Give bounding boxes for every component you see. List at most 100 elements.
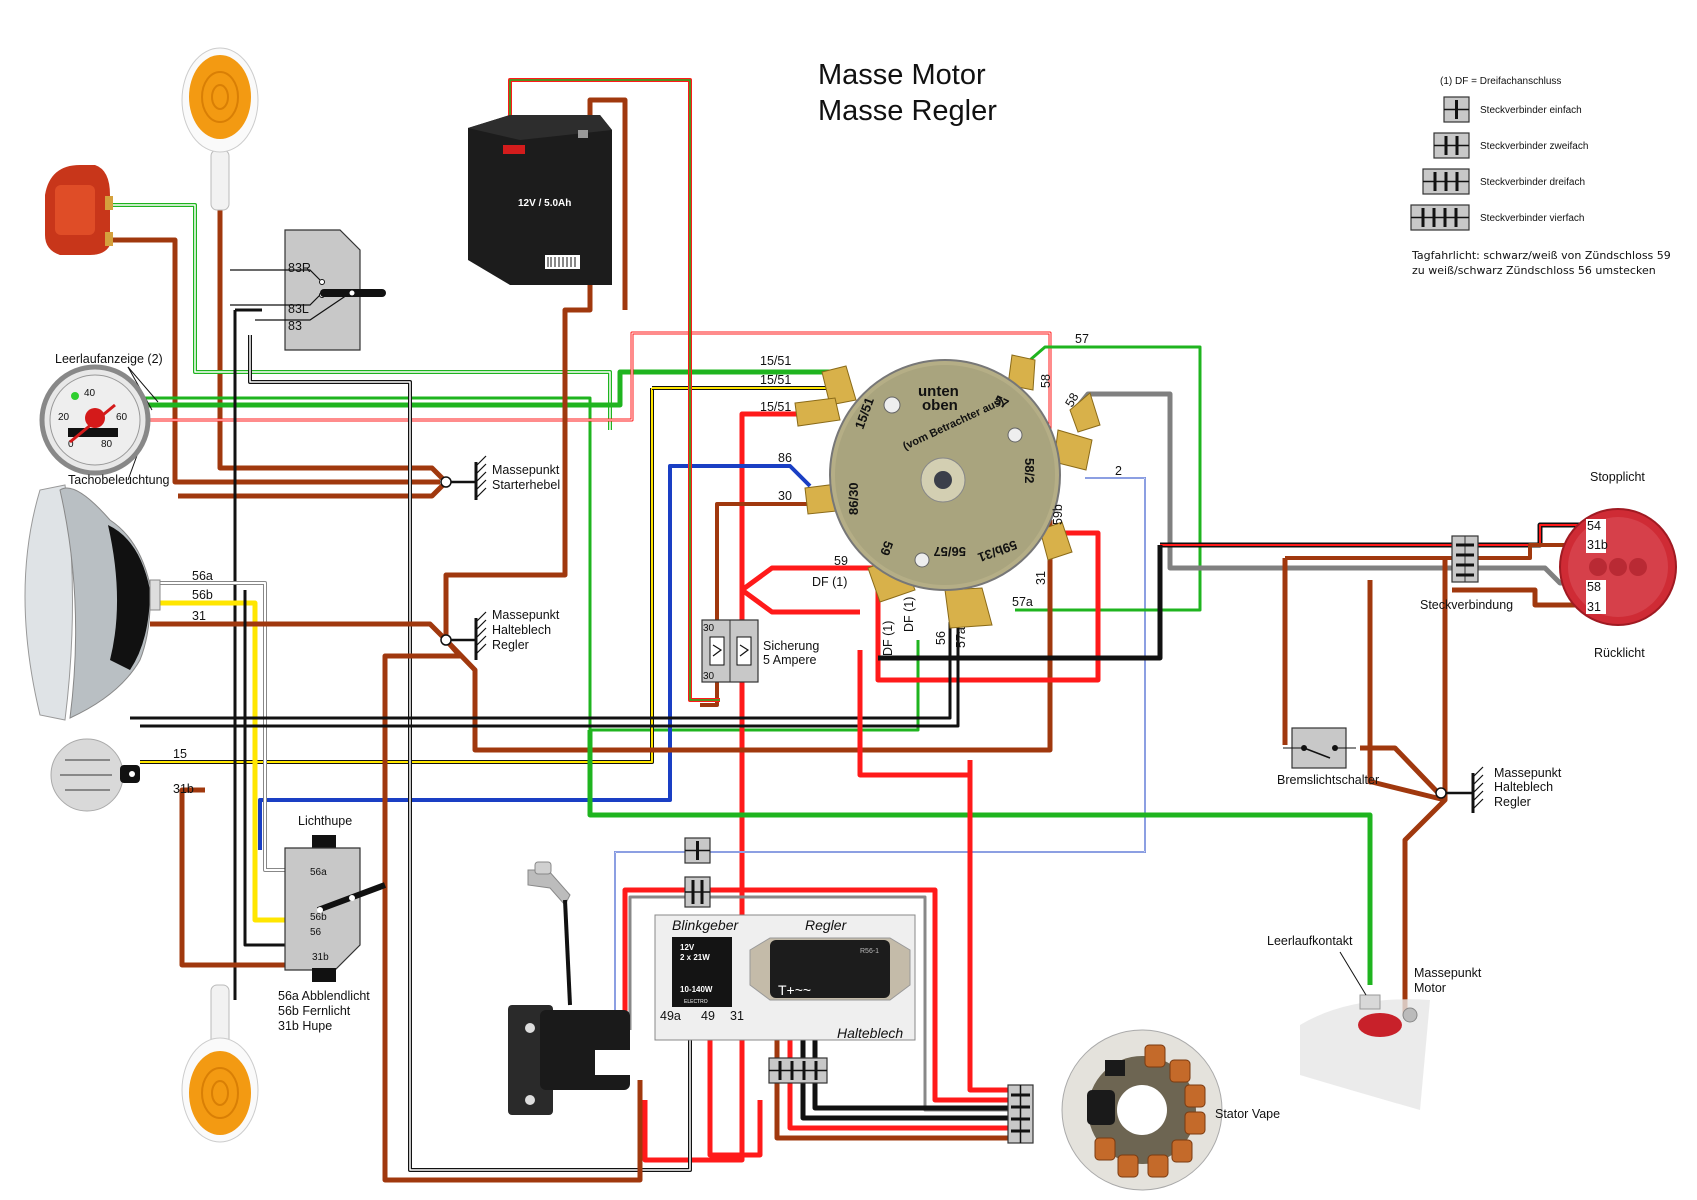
horn-wire-31b: 31b xyxy=(173,782,194,796)
connector-4x-plate xyxy=(768,1057,828,1084)
mounting-plate: Halteblech Blinkgeber 12V 2 x 21W 10-140… xyxy=(654,914,916,1041)
ground-regler-right-line-2: Halteblech xyxy=(1494,780,1553,794)
ground-regler-right-line-1: Massepunkt xyxy=(1494,766,1562,780)
regulator-terminals: T+~~ xyxy=(778,982,811,998)
terminal-tab xyxy=(821,365,857,406)
wire-brown xyxy=(1452,587,1590,608)
ground-point-regler-left: Massepunkt Halteblech Regler xyxy=(440,608,560,660)
flasher-terminal-49: 49 xyxy=(701,1009,715,1023)
wire-label: 86 xyxy=(778,451,792,465)
battery: 12V / 5.0Ah xyxy=(468,115,612,285)
wire-label: 58 xyxy=(1039,374,1053,388)
wire-label: 57a xyxy=(1012,595,1033,609)
legend-item-connector-3x: Steckverbinder dreifach xyxy=(1422,168,1585,195)
headlight-horn-switch[interactable]: Lichthupe 56a 56b 56 31b 56a Abblendlich… xyxy=(278,814,387,1033)
horn-wire-15: 15 xyxy=(173,747,187,761)
wire-gray xyxy=(1073,391,1590,586)
wire-red xyxy=(707,1030,763,1158)
wires xyxy=(110,78,1590,1183)
headlight: 56a 56b 31 xyxy=(24,484,213,721)
lichthupe-title: Lichthupe xyxy=(298,814,352,828)
tail-connector-4x: Steckverbindung xyxy=(1420,535,1513,612)
ignition-switch[interactable]: unten oben (vom Betrachter aus) 15/51 86… xyxy=(794,354,1101,629)
ignition-wire-labels: 15/51 15/51 15/51 86 30 59 DF (1) 57 58 … xyxy=(760,332,1122,656)
wire-brown xyxy=(1285,543,1590,560)
ignition-coil xyxy=(508,861,635,1115)
regulator-code: R56-1 xyxy=(860,948,879,955)
wire-brown xyxy=(110,237,440,485)
plate-label: Halteblech xyxy=(837,1025,903,1041)
flasher-text-2: 2 x 21W xyxy=(680,953,710,962)
wire-brown xyxy=(1367,580,1448,1015)
wire-green-black xyxy=(587,730,1373,985)
lichthupe-terminal-31b: 31b xyxy=(312,952,329,963)
tail-light-rear-label: Rücklicht xyxy=(1594,646,1645,660)
ground-starter-line-2: Starterhebel xyxy=(492,478,560,492)
title-line-1: Masse Motor xyxy=(818,59,986,91)
connector-3x-icon xyxy=(1422,168,1470,195)
terminal-83l: 83L xyxy=(288,302,309,316)
flasher-text-3: 10-140W xyxy=(680,985,713,994)
legend-item-connector-2x: Steckverbinder zweifach xyxy=(1433,132,1588,159)
connector-4x-stator xyxy=(1007,1084,1034,1144)
wire-brown xyxy=(178,480,448,499)
wire-brown xyxy=(443,97,628,640)
lichthupe-legend-56b: 56b Fernlicht xyxy=(278,1004,351,1018)
wire-label: 57 xyxy=(1075,332,1089,346)
ignition-terminal-86-30: 86/30 xyxy=(846,482,861,515)
wire-black-yellow xyxy=(140,388,654,764)
speedometer: Leerlaufanzeige (2) 40 20 60 80 0 Tachob… xyxy=(39,352,170,487)
ground-point-regler-right: Massepunkt Halteblech Regler xyxy=(1435,766,1562,813)
wire-label: 31 xyxy=(1034,571,1048,585)
flasher-title: Blinkgeber xyxy=(672,917,739,933)
battery-label: 12V / 5.0Ah xyxy=(518,198,571,209)
wire-red-green xyxy=(509,79,720,701)
brake-light-switch: Bremslichtschalter xyxy=(1277,727,1379,787)
flasher-terminal-31: 31 xyxy=(730,1009,744,1023)
speedo-scale-20: 20 xyxy=(58,412,70,423)
legend-item-connector-1x: Steckverbinder einfach xyxy=(1443,96,1582,123)
lichthupe-terminal-56a: 56a xyxy=(310,867,327,878)
turn-signal-switch[interactable]: 83R 83L 83 xyxy=(230,229,386,351)
title-block: Masse Motor Masse Regler xyxy=(818,59,997,127)
wire-label: DF (1) xyxy=(902,597,916,632)
turn-signal-rear-left xyxy=(181,984,259,1143)
wire-red xyxy=(740,587,860,615)
speedo-scale-0: 0 xyxy=(68,439,74,450)
wire-label: 15/51 xyxy=(760,400,791,414)
wire-label: 2 xyxy=(1115,464,1122,478)
horn: 15 31b xyxy=(50,738,194,812)
wire-blue xyxy=(258,464,812,850)
tail-terminal-31b: 31b xyxy=(1587,538,1608,552)
wire-label: 30 xyxy=(778,489,792,503)
ground-regler-left-line-1: Massepunkt xyxy=(492,608,560,622)
wire-black-yellow xyxy=(140,388,653,763)
stator: Stator Vape xyxy=(1061,1029,1280,1191)
terminal-83: 83 xyxy=(288,319,302,333)
fuse-label-1: Sicherung xyxy=(763,639,819,653)
legend-item-connector-4x: Steckverbinder vierfach xyxy=(1410,204,1585,231)
brake-switch-label: Bremslichtschalter xyxy=(1277,773,1379,787)
wire-brown-green xyxy=(700,502,810,707)
connector-4x-icon xyxy=(1410,204,1470,231)
ground-regler-left-line-2: Halteblech xyxy=(492,623,551,637)
wire-red xyxy=(967,760,1030,1093)
tail-light-stop-label: Stopplicht xyxy=(1590,470,1645,484)
turn-signal-front-left xyxy=(181,47,259,211)
legend-label: Steckverbinder dreifach xyxy=(1480,177,1585,188)
speedo-scale-40: 40 xyxy=(84,388,96,399)
wire-black-red xyxy=(1160,522,1590,548)
tail-light: Stopplicht 54 31b 58 31 Rücklicht xyxy=(1559,470,1677,660)
legend-note-line-2: zu weiß/schwarz Zündschloss 56 umstecken xyxy=(1412,264,1656,277)
fuse-label-2: 5 Ampere xyxy=(763,653,817,667)
wire-brown xyxy=(217,200,448,484)
terminal-83r: 83R xyxy=(288,261,311,275)
ground-point-starter: Massepunkt Starterhebel xyxy=(440,455,560,500)
flasher-text-4: ELECTRO xyxy=(684,999,708,1005)
regulator-title: Regler xyxy=(805,917,848,933)
tail-connector-label: Steckverbindung xyxy=(1420,598,1513,612)
legend: (1) DF = Dreifachanschluss Steckverbinde… xyxy=(1410,76,1671,277)
terminal-tab xyxy=(1007,354,1036,391)
wire-brown xyxy=(179,787,305,968)
legend-label: Steckverbinder vierfach xyxy=(1480,213,1585,224)
